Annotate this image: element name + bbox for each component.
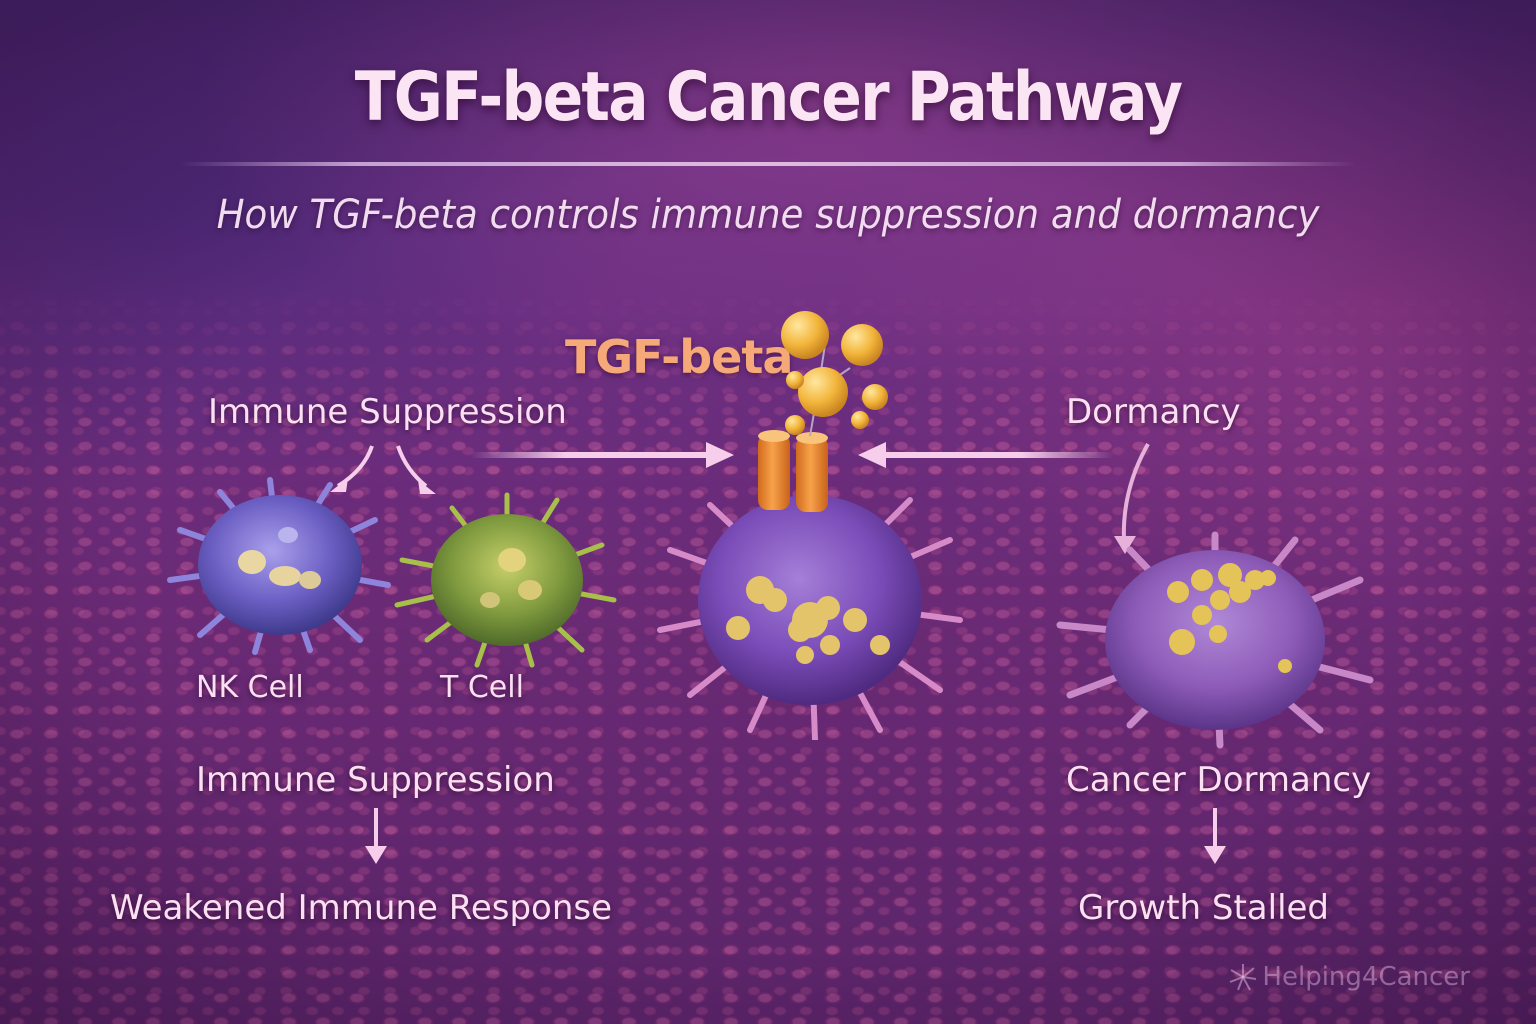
outcome-growth-stalled: Growth Stalled xyxy=(1078,888,1330,928)
t-cell-label: T Cell xyxy=(440,670,524,705)
watermark-text: Helping4Cancer xyxy=(1262,962,1470,992)
dormancy-arrow-icon xyxy=(1114,443,1150,554)
page-subtitle: How TGF-beta controls immune suppression… xyxy=(216,192,1320,238)
down-arrow-right-icon xyxy=(1204,808,1226,864)
arrow-left-to-receptor-icon xyxy=(858,442,1114,468)
t-cell-icon xyxy=(394,492,617,668)
title-divider xyxy=(180,162,1356,166)
watermark: Helping4Cancer xyxy=(1228,962,1470,992)
tgf-beta-label: TGF-beta xyxy=(565,330,793,384)
arrow-right-to-receptor-icon xyxy=(470,442,734,468)
down-arrow-left-icon xyxy=(365,808,387,864)
nk-cell-icon xyxy=(167,477,391,655)
outcome-cancer-dormancy: Cancer Dormancy xyxy=(1066,760,1372,800)
split-arrows-icon xyxy=(330,445,436,494)
immune-suppression-heading: Immune Suppression xyxy=(208,392,567,432)
starburst-logo-icon xyxy=(1230,964,1257,991)
dormancy-heading: Dormancy xyxy=(1066,392,1241,432)
page-title: TGF-beta Cancer Pathway xyxy=(354,58,1183,137)
dormant-cancer-cell-icon xyxy=(1056,531,1374,749)
outcome-immune-suppression: Immune Suppression xyxy=(196,760,555,800)
nk-cell-label: NK Cell xyxy=(196,670,304,705)
outcome-weakened-immune-response: Weakened Immune Response xyxy=(110,888,613,928)
cancer-cell-with-receptor-icon xyxy=(657,311,963,740)
